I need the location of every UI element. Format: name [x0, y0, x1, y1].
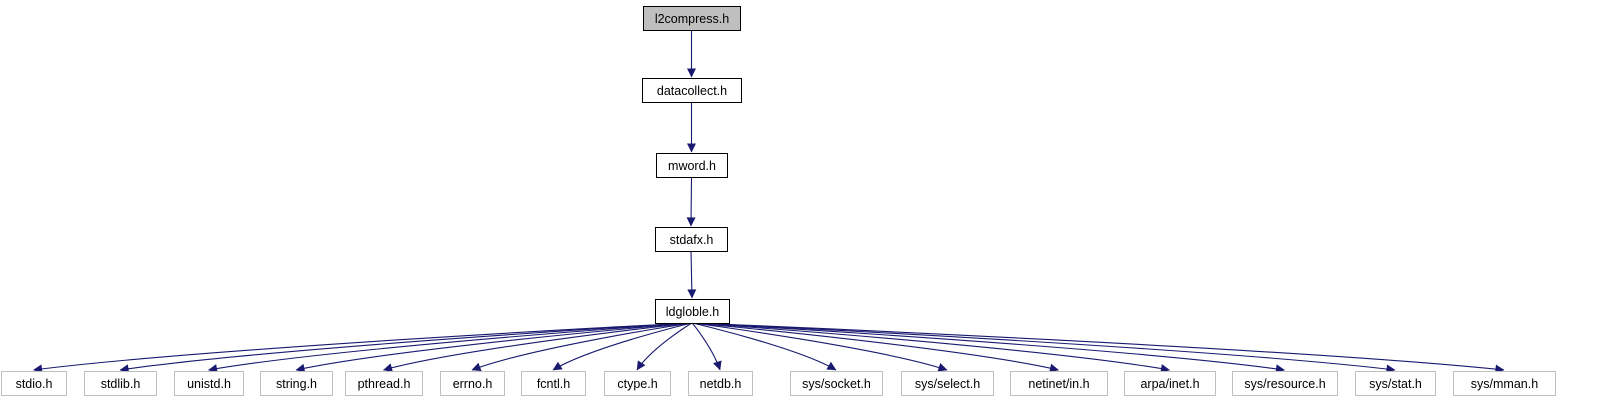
node-label: datacollect.h: [657, 84, 727, 98]
edge-ldgloble-to-netdb: [691, 322, 722, 371]
node-box: [643, 6, 741, 31]
node-sys-select: sys/select.h: [901, 371, 994, 396]
node-box: [1355, 371, 1436, 396]
node-box: [1232, 371, 1338, 396]
edge-ldgloble-to-sys_select: [691, 322, 948, 372]
node-box: [604, 371, 671, 396]
node-box: [1453, 371, 1556, 396]
node-box: [174, 371, 244, 396]
node-l2compress[interactable]: l2compress.h: [643, 6, 741, 31]
node-label: sys/socket.h: [802, 377, 871, 391]
edge-stdafx-to-ldgloble: [687, 250, 697, 299]
node-box: [656, 153, 728, 178]
node-box: [521, 371, 586, 396]
node-label: sys/select.h: [915, 377, 980, 391]
edge-ldgloble-to-sys_resource: [691, 322, 1285, 374]
node-stdio: stdio.h: [1, 371, 67, 396]
node-label: errno.h: [453, 377, 493, 391]
node-box: [901, 371, 994, 396]
edge-ldgloble-to-sys_socket: [691, 322, 837, 371]
node-stdafx[interactable]: stdafx.h: [655, 227, 728, 252]
node-box: [260, 371, 333, 396]
edge-ldgloble-to-errno: [471, 322, 693, 372]
edge-ldgloble-to-ctype: [636, 322, 693, 371]
node-box: [440, 371, 505, 396]
node-label: mword.h: [668, 159, 716, 173]
node-sys-resource: sys/resource.h: [1232, 371, 1338, 396]
node-mword[interactable]: mword.h: [656, 153, 728, 178]
edge-mword-to-stdafx: [686, 176, 696, 227]
node-label: pthread.h: [358, 377, 411, 391]
node-box: [345, 371, 423, 396]
edges-layer: [33, 30, 1505, 374]
node-sys-mman: sys/mman.h: [1453, 371, 1556, 396]
node-arpa-inet: arpa/inet.h: [1124, 371, 1216, 396]
node-box: [84, 371, 157, 396]
node-datacollect[interactable]: datacollect.h: [642, 78, 742, 103]
node-label: sys/resource.h: [1244, 377, 1325, 391]
edge-ldgloble-to-fcntl: [552, 322, 693, 371]
node-label: arpa/inet.h: [1140, 377, 1199, 391]
node-sys-stat: sys/stat.h: [1355, 371, 1436, 396]
node-ctype: ctype.h: [604, 371, 671, 396]
nodes-layer: l2compress.h datacollect.h mword.h stdafx.h…: [1, 6, 1556, 396]
node-box: [1010, 371, 1108, 396]
node-box: [1, 371, 67, 396]
node-label: stdafx.h: [670, 233, 714, 247]
node-label: sys/mman.h: [1471, 377, 1538, 391]
node-label: l2compress.h: [655, 12, 729, 26]
node-errno: errno.h: [440, 371, 505, 396]
node-ldgloble[interactable]: ldgloble.h: [655, 299, 730, 324]
node-label: netdb.h: [700, 377, 742, 391]
node-unistd: unistd.h: [174, 371, 244, 396]
node-stdlib: stdlib.h: [84, 371, 157, 396]
node-sys-socket: sys/socket.h: [790, 371, 883, 396]
node-label: ctype.h: [617, 377, 657, 391]
node-label: string.h: [276, 377, 317, 391]
node-label: fcntl.h: [537, 377, 570, 391]
node-label: stdio.h: [16, 377, 53, 391]
node-box: [655, 299, 730, 324]
node-netinet-in: netinet/in.h: [1010, 371, 1108, 396]
node-label: stdlib.h: [101, 377, 141, 391]
node-box: [642, 78, 742, 103]
node-box: [655, 227, 728, 252]
node-string: string.h: [260, 371, 333, 396]
node-box: [1124, 371, 1216, 396]
node-label: unistd.h: [187, 377, 231, 391]
node-fcntl: fcntl.h: [521, 371, 586, 396]
edge-ldgloble-to-pthread: [383, 322, 693, 373]
node-label: netinet/in.h: [1028, 377, 1089, 391]
node-box: [790, 371, 883, 396]
node-pthread: pthread.h: [345, 371, 423, 396]
node-label: ldgloble.h: [666, 305, 720, 319]
edge-ldgloble-to-sys_mman: [691, 322, 1505, 374]
node-label: sys/stat.h: [1369, 377, 1422, 391]
edge-ldgloble-to-netinet_in: [691, 322, 1059, 373]
node-box: [688, 371, 753, 396]
node-netdb: netdb.h: [688, 371, 753, 396]
edge-ldgloble-to-unistd: [208, 322, 693, 373]
